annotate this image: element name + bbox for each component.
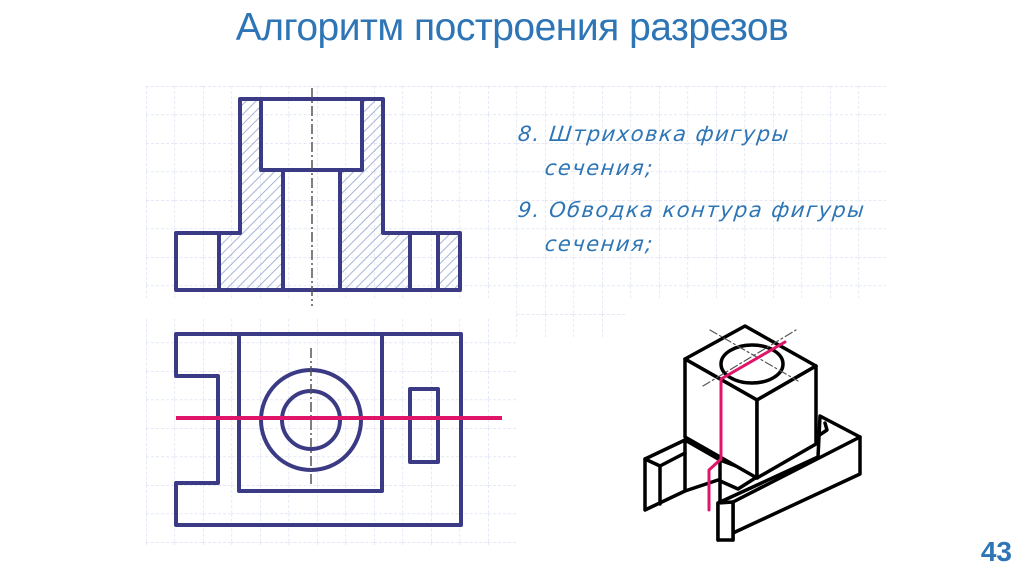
isometric-view-with-cut [643,324,862,542]
boss-square [237,332,384,493]
step-8-continuation: сечения; [544,156,655,180]
isometric-cut-line [707,340,787,512]
slide-number: 43 [980,536,1012,567]
step-9-number: 9. [516,198,543,222]
slide-title: Алгоритм построения разрезов [235,6,789,49]
top-view-with-cut-line [174,332,502,527]
step-8-number: 8. [516,122,543,146]
step-8-text: Штриховка фигуры [547,122,792,146]
step-8: 8. Штриховка фигуры [517,122,791,146]
step-9: 9. Обводка контура фигуры [517,198,867,222]
step-9-text-line2: сечения; [543,232,656,256]
top-outline [174,332,463,527]
step-8-text-line2: сечения; [543,156,656,180]
step-9-continuation: сечения; [544,232,655,256]
hatched-section-area [219,99,460,290]
step-9-text: Обводка контура фигуры [547,198,867,222]
front-section-view [174,88,462,306]
slot [408,387,440,464]
